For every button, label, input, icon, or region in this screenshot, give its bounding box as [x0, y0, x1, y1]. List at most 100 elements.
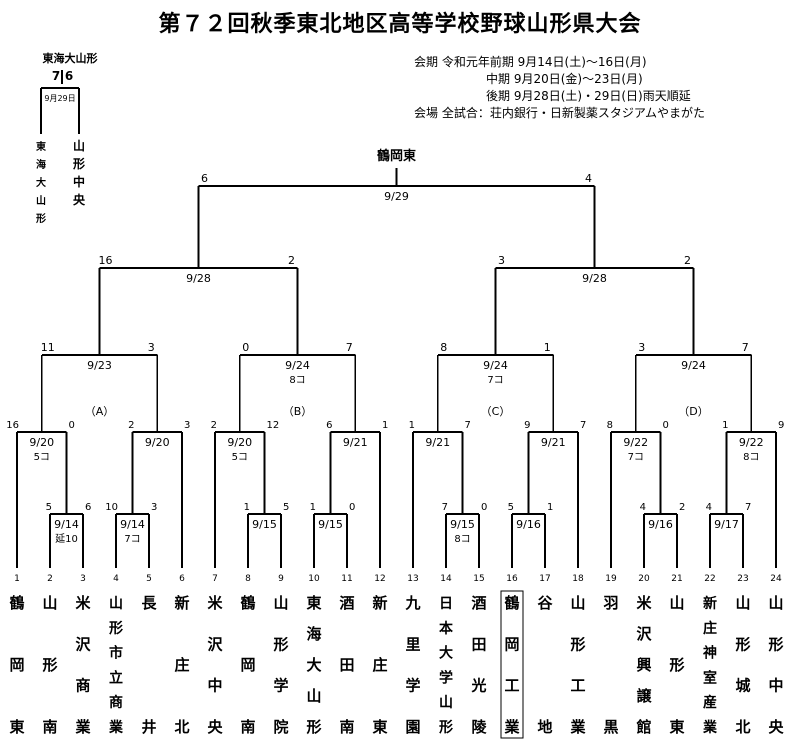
team-seed: 17	[539, 574, 550, 584]
team-name-char: 産	[703, 694, 717, 711]
team-name-char: 大	[306, 656, 321, 674]
team-name-char: 山	[768, 594, 783, 612]
team-name-char: 大	[439, 645, 453, 662]
team-name-char: 業	[702, 719, 718, 736]
team-name-char: 興	[636, 656, 651, 674]
team-name-char: 東	[9, 718, 24, 736]
team-name-char: 新	[174, 594, 189, 612]
team-name-char: 庄	[174, 656, 189, 674]
team-name-char: 黒	[603, 718, 618, 736]
score-right: 1	[547, 502, 553, 513]
block-label: （D）	[678, 405, 708, 418]
team-name-char: 城	[735, 677, 750, 695]
score-right: 6	[85, 502, 91, 513]
team-name-char: 陵	[471, 718, 487, 736]
score-right: 5	[283, 502, 289, 513]
match-note: 7コ	[124, 534, 140, 545]
team-name-char: 南	[240, 718, 255, 736]
team-name-char: 学	[273, 677, 288, 695]
team-seed: 1	[14, 574, 20, 584]
score-left: 3	[498, 254, 505, 267]
score-right: 12	[267, 420, 280, 431]
playoff-team-char: 東	[36, 140, 46, 153]
score-left: 5	[508, 502, 514, 513]
match-note: 8コ	[454, 534, 470, 545]
team-name-char: 山	[735, 594, 750, 612]
team-name-char: 山	[570, 594, 585, 612]
team-seed: 3	[80, 574, 86, 584]
team-name-char: 立	[109, 669, 123, 686]
playoff-team-char: 央	[73, 192, 86, 207]
page-title: 第７２回秋季東北地区高等学校野球山形県大会	[158, 12, 642, 37]
score-right: 3	[151, 502, 157, 513]
team-seed: 6	[179, 574, 185, 584]
match-date: 9/24	[483, 359, 508, 372]
score-left: 2	[211, 420, 217, 431]
team-name-char: 酒	[339, 594, 354, 612]
score-right: 1	[382, 420, 388, 431]
highlight-box	[500, 590, 524, 739]
score-left: 0	[242, 341, 249, 354]
team-seed: 9	[278, 574, 284, 584]
block-label: （C）	[481, 405, 511, 418]
match-date: 9/22	[623, 436, 648, 449]
team-name-char: 譲	[636, 687, 652, 705]
team-seed: 23	[737, 574, 748, 584]
team-name-char: 地	[537, 718, 552, 736]
match-date: 9/21	[343, 436, 368, 449]
match-date: 9/15	[450, 518, 475, 531]
team-seed: 8	[245, 574, 251, 584]
match-date: 9/24	[681, 359, 706, 372]
score-right: 7	[465, 420, 471, 431]
match-date: 9/15	[252, 518, 277, 531]
playoff-team-char: 大	[36, 176, 46, 189]
match-date: 9/23	[87, 359, 112, 372]
team-name-char: 山	[42, 594, 57, 612]
team-seed: 20	[638, 574, 650, 584]
team-name-char: 神	[703, 645, 717, 662]
team-name-char: 商	[75, 677, 90, 695]
team-name-char: 中	[207, 677, 222, 695]
score-left: 8	[607, 420, 613, 431]
team-name-char: 形	[669, 656, 684, 674]
team-name-char: 形	[306, 718, 321, 736]
match-date: 9/14	[120, 518, 145, 531]
match-date: 9/15	[318, 518, 343, 531]
score-left: 7	[442, 502, 448, 513]
team-name-char: 館	[635, 718, 651, 736]
team-seed: 13	[407, 574, 418, 584]
team-name-char: 院	[273, 718, 288, 736]
team-name-char: 庄	[372, 656, 387, 674]
score-left: 4	[706, 502, 712, 513]
team-seed: 7	[212, 574, 218, 584]
match-date: 9/22	[739, 436, 764, 449]
team-seed: 24	[770, 574, 782, 584]
team-name-char: 北	[174, 718, 189, 736]
team-seed: 21	[671, 574, 682, 584]
playoff-team-char: 形	[36, 213, 46, 225]
team-name-char: 岡	[240, 656, 255, 674]
team-name-char: 北	[735, 718, 750, 736]
score-left: 9	[524, 420, 530, 431]
playoff-team-char: 海	[36, 158, 46, 171]
score-right: 0	[481, 502, 487, 513]
team-name-char: 本	[439, 620, 454, 637]
score-right: 3	[148, 341, 155, 354]
team-seed: 2	[47, 574, 53, 584]
score-right: 7	[346, 341, 353, 354]
team-name-char: 田	[471, 635, 486, 653]
team-name-char: 新	[372, 594, 387, 612]
team-name-char: 光	[470, 677, 486, 695]
team-name-char: 商	[109, 694, 123, 711]
score-left: 8	[440, 341, 447, 354]
team-name-char: 沢	[75, 635, 91, 653]
team-name-char: 形	[570, 635, 585, 653]
match-date: 9/21	[425, 436, 450, 449]
team-name-char: 業	[569, 718, 586, 736]
team-name-char: 田	[339, 656, 354, 674]
team-name-char: 九	[404, 594, 420, 612]
team-seed: 14	[440, 574, 452, 584]
score-left: 16	[6, 420, 19, 431]
team-name-char: 井	[141, 718, 156, 736]
score-right: 2	[679, 502, 685, 513]
